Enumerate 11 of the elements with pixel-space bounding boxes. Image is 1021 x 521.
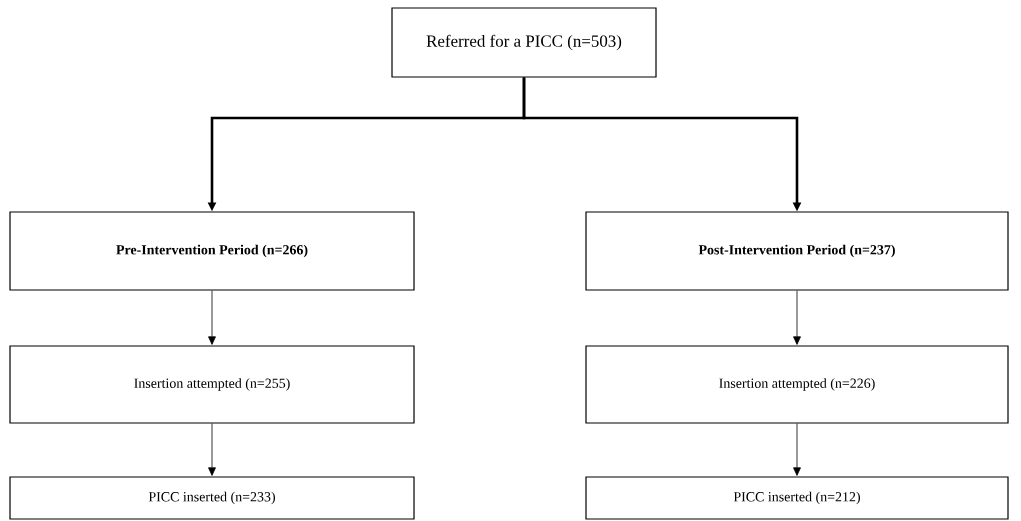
- arrow: [208, 290, 216, 345]
- arrow: [793, 423, 801, 476]
- flow-box: PICC inserted (n=212): [585, 476, 1009, 520]
- arrow: [793, 290, 801, 345]
- flow-box: Insertion attempted (n=255): [9, 345, 415, 424]
- arrow: [208, 423, 216, 476]
- flow-box: PICC inserted (n=233): [9, 476, 415, 520]
- flow-box: Post-Intervention Period (n=237): [585, 211, 1009, 291]
- flow-box: Insertion attempted (n=226): [585, 345, 1009, 424]
- flow-box: Pre-Intervention Period (n=266): [9, 211, 415, 291]
- flow-box: Referred for a PICC (n=503): [391, 7, 657, 78]
